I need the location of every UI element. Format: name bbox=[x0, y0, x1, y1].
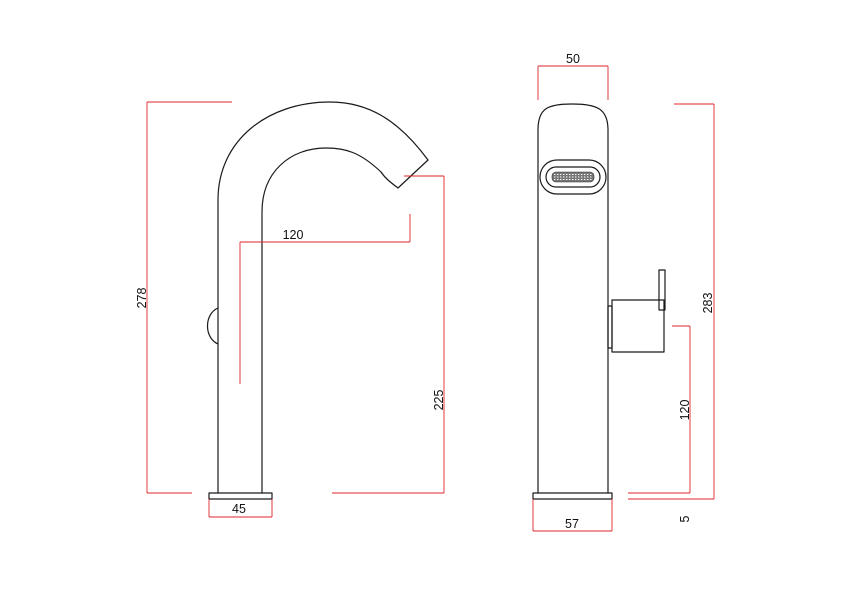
side-body-outer bbox=[217, 101, 429, 494]
dim-side-base-width: 45 bbox=[208, 499, 273, 518]
dim-label-5: 5 bbox=[678, 515, 692, 522]
dim-label-278: 278 bbox=[135, 288, 149, 309]
dim-front-base-width: 57 bbox=[532, 499, 613, 532]
dim-side-height-total: 278 bbox=[135, 101, 232, 494]
front-view: 50 283 120 5 57 bbox=[532, 52, 715, 532]
side-spout-tip bbox=[380, 159, 429, 189]
dim-front-base-thickness: 5 bbox=[678, 515, 692, 522]
dim-label-283: 283 bbox=[701, 293, 715, 314]
dim-front-top-width: 50 bbox=[537, 52, 609, 100]
dim-side-spout-reach: 120 bbox=[239, 214, 411, 384]
dim-label-120-lever: 120 bbox=[678, 400, 692, 421]
dim-front-height-total: 283 bbox=[628, 103, 715, 500]
side-body-inner bbox=[261, 147, 382, 494]
dim-front-lever-height: 120 bbox=[628, 325, 692, 494]
front-lever-handle bbox=[658, 269, 666, 311]
side-view: 278 120 225 45 bbox=[135, 101, 446, 518]
front-aerator-inner bbox=[545, 166, 601, 188]
dim-label-120-reach: 120 bbox=[283, 228, 304, 242]
front-aerator-outer bbox=[539, 159, 607, 195]
front-lever-body bbox=[611, 299, 665, 353]
dim-label-45: 45 bbox=[232, 502, 246, 516]
side-base-plate bbox=[208, 492, 273, 500]
front-base-plate bbox=[532, 492, 613, 500]
aerator-mesh bbox=[551, 171, 595, 183]
dim-label-50: 50 bbox=[566, 52, 580, 66]
dim-side-outlet-height: 225 bbox=[332, 175, 446, 494]
side-lever-bump bbox=[206, 307, 219, 345]
front-body bbox=[537, 103, 609, 494]
dim-label-225: 225 bbox=[432, 390, 446, 411]
dim-label-57: 57 bbox=[565, 517, 579, 531]
